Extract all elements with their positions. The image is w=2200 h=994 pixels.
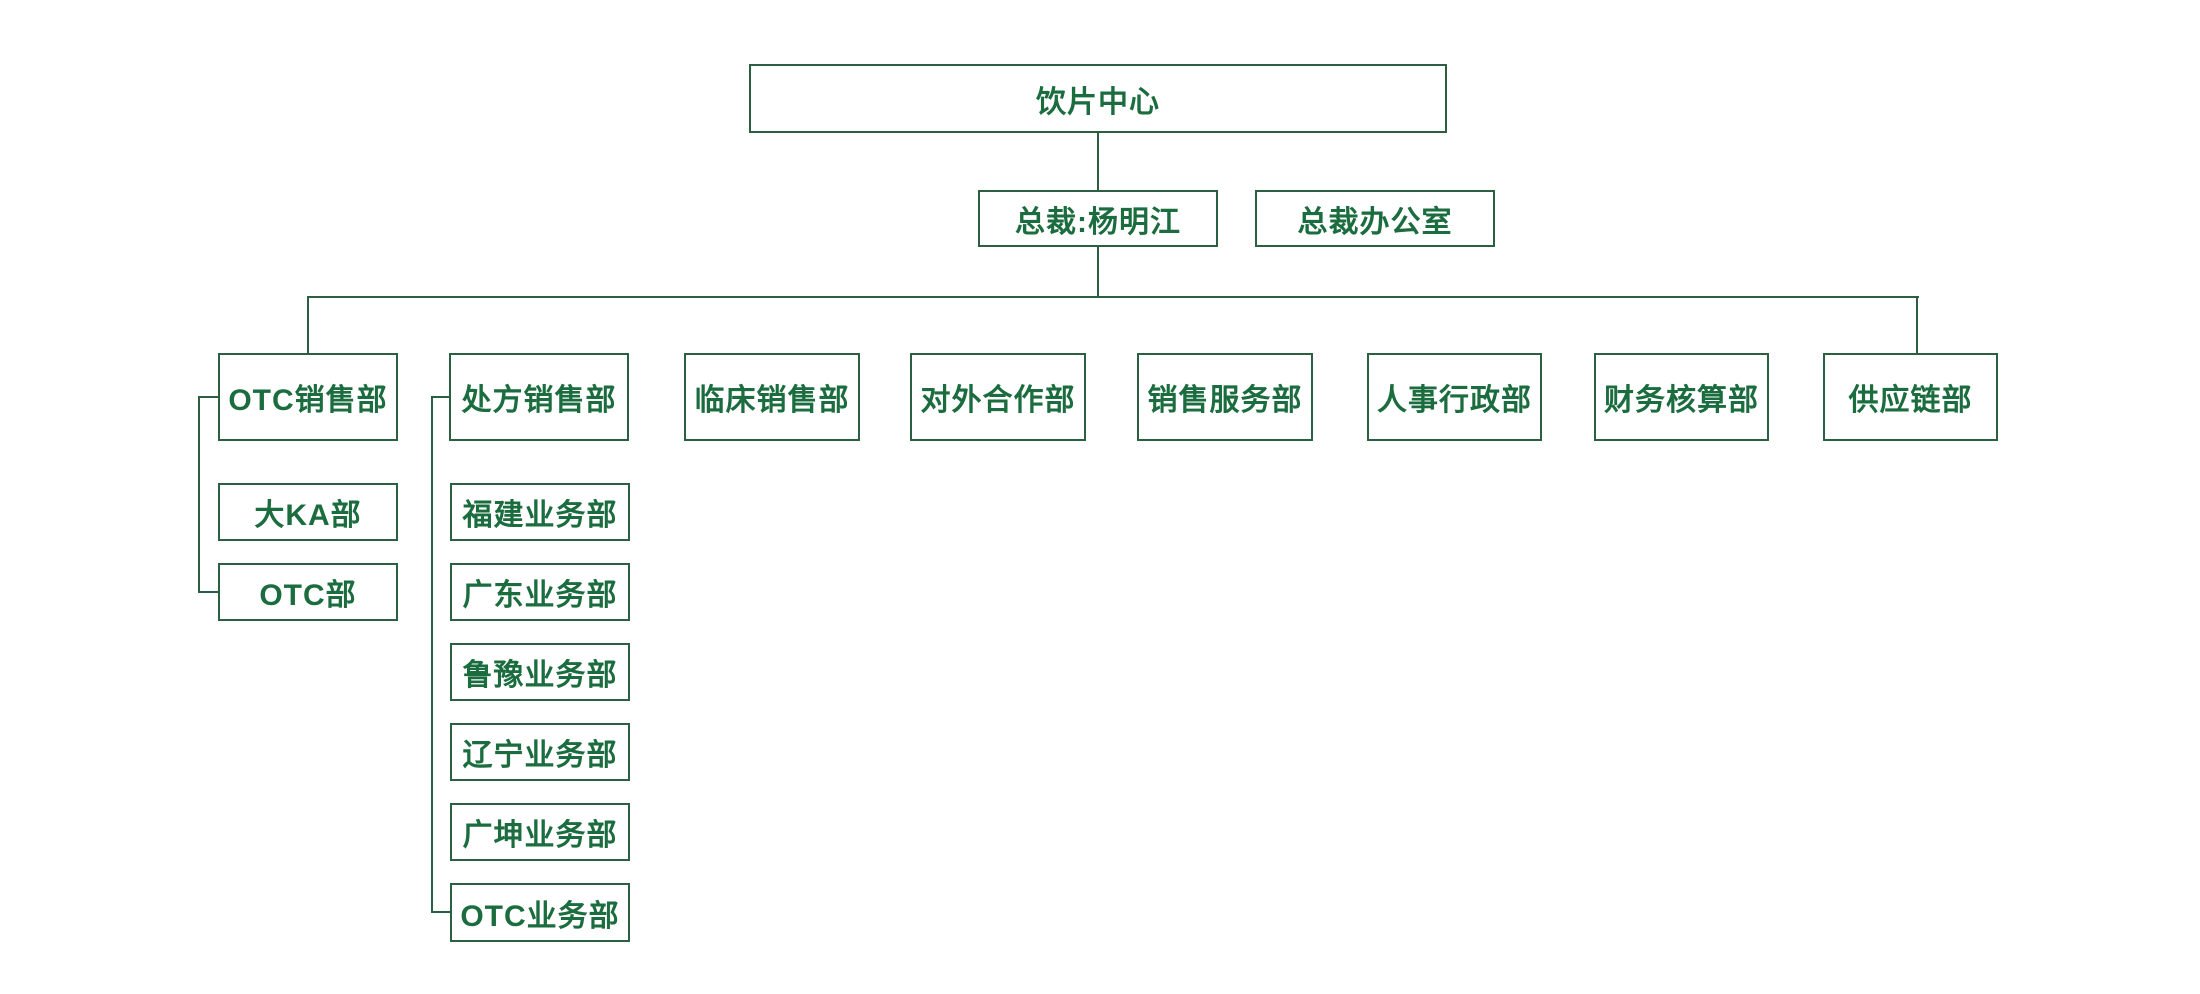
connector-rx-bracket-bottom-stub <box>431 911 450 913</box>
org-node-guangdong-business[interactable]: 广东业务部 <box>450 563 630 621</box>
org-node-dept-finance-accounting[interactable]: 财务核算部 <box>1594 353 1769 441</box>
org-node-root[interactable]: 饮片中心 <box>749 64 1447 133</box>
org-node-otc[interactable]: OTC部 <box>218 563 398 621</box>
org-node-liaoning-business[interactable]: 辽宁业务部 <box>450 723 630 781</box>
connector-rx-bracket-vertical <box>431 396 433 913</box>
connector-otc-bracket-vertical <box>198 396 200 593</box>
org-node-dept-hr-admin[interactable]: 人事行政部 <box>1367 353 1542 441</box>
connector-department-rail <box>307 296 1919 298</box>
org-node-guangkun-business[interactable]: 广坤业务部 <box>450 803 630 861</box>
org-node-fujian-business[interactable]: 福建业务部 <box>450 483 630 541</box>
org-node-otc-business[interactable]: OTC业务部 <box>450 883 630 942</box>
org-node-big-ka[interactable]: 大KA部 <box>218 483 398 541</box>
org-node-dept-prescription-sales[interactable]: 处方销售部 <box>449 353 629 441</box>
org-node-dept-supply-chain[interactable]: 供应链部 <box>1823 353 1998 441</box>
connector-otc-bracket-top-stub <box>198 396 218 398</box>
org-node-luyu-business[interactable]: 鲁豫业务部 <box>450 643 630 701</box>
org-node-dept-sales-service[interactable]: 销售服务部 <box>1137 353 1313 441</box>
connector-rail-drop-left <box>307 296 309 353</box>
org-node-president[interactable]: 总裁:杨明江 <box>978 190 1218 247</box>
connector-root-to-president <box>1097 133 1099 190</box>
connector-otc-bracket-bottom-stub <box>198 591 218 593</box>
org-node-president-office[interactable]: 总裁办公室 <box>1255 190 1495 247</box>
org-node-dept-clinical-sales[interactable]: 临床销售部 <box>684 353 860 441</box>
connector-rx-bracket-top-stub <box>431 396 449 398</box>
org-node-dept-external-cooperation[interactable]: 对外合作部 <box>910 353 1086 441</box>
connector-rail-drop-right <box>1916 296 1918 353</box>
org-node-dept-otc-sales[interactable]: OTC销售部 <box>218 353 398 441</box>
connector-president-to-rail <box>1097 247 1099 298</box>
